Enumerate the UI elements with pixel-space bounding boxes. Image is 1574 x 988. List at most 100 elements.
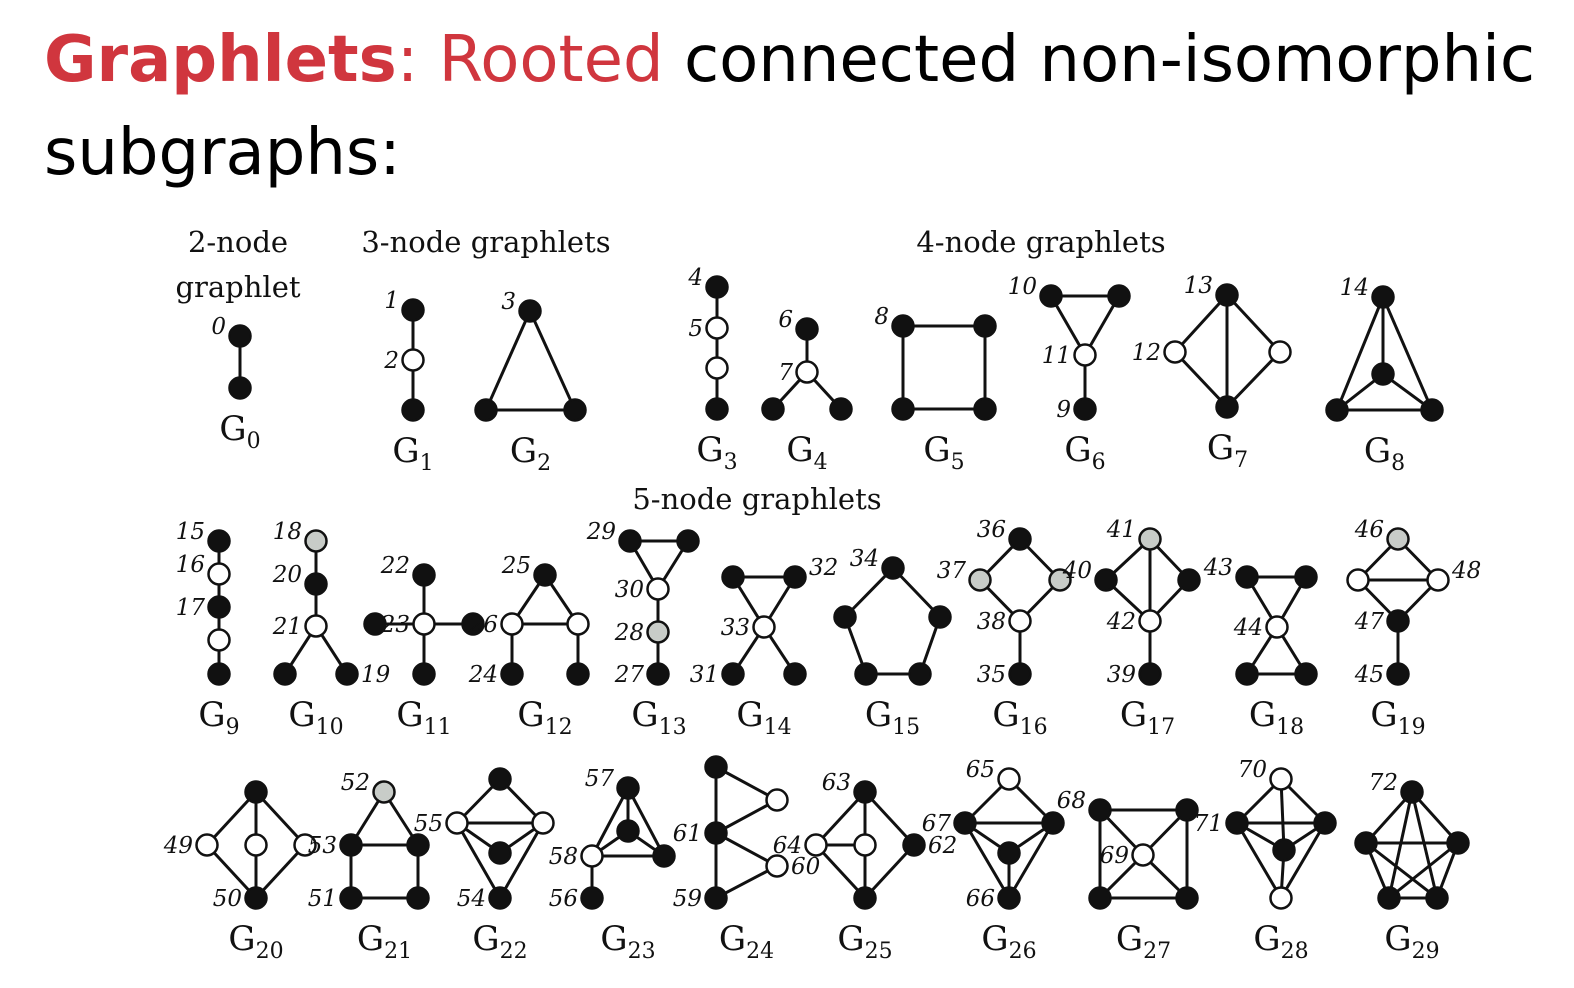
graphlet-node: [704, 821, 728, 845]
graphlet-node: [363, 612, 387, 636]
graphlet-label: G3: [696, 430, 737, 475]
node-label: 12: [1132, 340, 1161, 366]
graphlet-node: [339, 886, 363, 910]
node-label: 54: [457, 886, 486, 912]
graphlet-label: G15: [865, 695, 920, 740]
node-label: 56: [549, 886, 578, 912]
graphlet-node: [618, 529, 642, 553]
graphlet-node: [1371, 285, 1395, 309]
graphlet-label: G17: [1120, 695, 1175, 740]
graphlet-edge: [1225, 293, 1282, 354]
graphlet-node: [705, 275, 729, 299]
graphlet-label: G11: [396, 695, 451, 740]
node-label: 38: [977, 609, 1006, 635]
graphlet-node: [207, 562, 231, 586]
graphlet-edge: [814, 843, 867, 900]
node-label: 34: [850, 546, 879, 572]
node-label: 2: [383, 348, 399, 374]
graphlet-node: [244, 833, 268, 857]
section-headers: 2-node graphlet 3-node graphlets 4-node …: [175, 225, 1165, 516]
graphlet-label: G23: [600, 919, 655, 964]
graphlet-label: G25: [837, 919, 892, 964]
graphlet-node: [908, 662, 932, 686]
node-label: 51: [308, 886, 337, 912]
graphlet-node: [829, 397, 853, 421]
graphlet-node: [854, 662, 878, 686]
node-label: 49: [163, 833, 193, 859]
node-label: 39: [1107, 662, 1136, 688]
title-colon: :: [396, 23, 439, 97]
graphlet-label: G14: [736, 695, 791, 740]
node-label: 61: [673, 821, 702, 847]
graphlet-edge: [498, 822, 545, 899]
title-rest: connected non-isomorphic subgraphs:: [44, 23, 1536, 190]
graphlet-node: [1354, 831, 1378, 855]
node-label: 65: [966, 757, 995, 783]
node-label: 11: [1042, 343, 1071, 369]
node-label: 48: [1451, 558, 1481, 584]
node-label: 43: [1203, 555, 1233, 581]
graphlet-edge: [863, 843, 916, 900]
graphlet-edge: [254, 843, 307, 900]
node-label: 28: [614, 620, 644, 646]
graphlet-node: [401, 348, 425, 372]
graphlet-node: [500, 662, 524, 686]
graphlet-node: [580, 886, 604, 910]
graphlet-label: G22: [472, 919, 527, 964]
graphlet-edge: [1007, 822, 1055, 899]
graphlet-node: [968, 568, 992, 592]
graphlet-node: [616, 819, 640, 843]
node-label: 53: [308, 833, 337, 859]
graphlet-node: [881, 556, 905, 580]
node-label: 10: [1008, 274, 1037, 300]
graphlet-node: [616, 776, 640, 800]
graphlet-label: G10: [288, 695, 343, 740]
node-label: 15: [176, 519, 205, 545]
graphlet-node: [1325, 398, 1349, 422]
graphlet-node: [195, 833, 219, 857]
graphlet-node: [1265, 615, 1289, 639]
graphlet-node: [304, 572, 328, 596]
node-label: 70: [1238, 757, 1267, 783]
node-label: 27: [614, 662, 645, 688]
graphlet-node: [902, 833, 926, 857]
graphlet-node: [765, 788, 789, 812]
graphlet-edge: [1225, 350, 1282, 409]
node-label: 30: [615, 577, 644, 603]
graphlet-edge: [1235, 822, 1283, 899]
node-label: 33: [721, 615, 750, 641]
graphlet-node: [1446, 831, 1470, 855]
graphlet-node: [531, 811, 555, 835]
graphlet-node: [652, 844, 676, 868]
node-label: 71: [1194, 811, 1223, 837]
graphlet-node: [795, 317, 819, 341]
graphlet-label: G27: [1116, 919, 1171, 964]
node-label: 35: [977, 662, 1006, 688]
graphlet-node: [705, 356, 729, 380]
graphlet-node: [1294, 662, 1318, 686]
node-label: 17: [176, 595, 206, 621]
graphlet-node: [783, 662, 807, 686]
node-label: 4: [687, 265, 703, 291]
graphlet-node: [1225, 811, 1249, 835]
graphlet-label: G1: [392, 431, 433, 476]
node-label: 40: [1062, 558, 1092, 584]
node-label: 24: [468, 662, 498, 688]
node-label: 36: [977, 517, 1006, 543]
node-label: 16: [176, 552, 205, 578]
graphlet-label: G24: [719, 919, 774, 964]
graphlet-node: [1008, 609, 1032, 633]
node-label: 3: [501, 289, 516, 315]
graphlet-node: [207, 595, 231, 619]
